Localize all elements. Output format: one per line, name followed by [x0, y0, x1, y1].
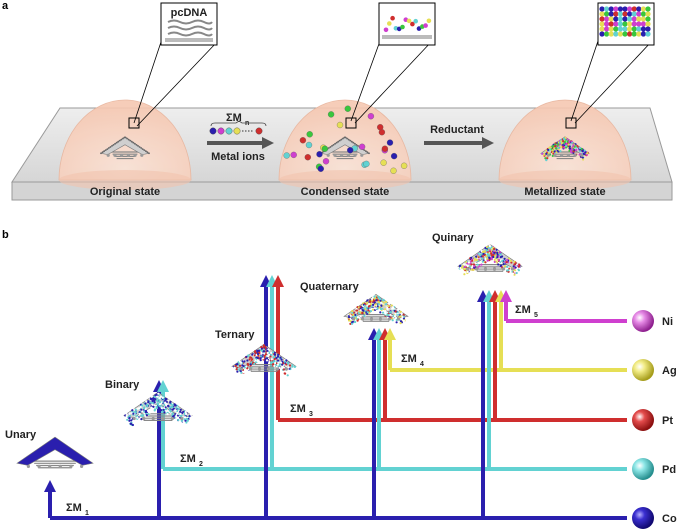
- ni-sphere: [632, 310, 654, 332]
- metal-ion: [322, 158, 330, 165]
- metal-ion: [358, 143, 366, 150]
- ag-sphere: [632, 359, 654, 381]
- sum-label-1: ΣM: [66, 502, 82, 514]
- metal-ion: [316, 151, 323, 158]
- metal-ion: [305, 141, 313, 149]
- co-risers: [48, 285, 485, 518]
- sum-label-4: ΣM: [401, 353, 417, 365]
- metal-ion: [306, 131, 313, 138]
- panel-a-label: a: [2, 0, 9, 12]
- sum-label-5: ΣM: [515, 304, 531, 316]
- dna-origami-triangle: [16, 436, 94, 469]
- metal-ion: [347, 147, 354, 154]
- dna-origami-triangle: [457, 244, 523, 276]
- dna-origami-triangle: [343, 294, 409, 325]
- ag-risers: [388, 300, 503, 370]
- level-label-ternary: Ternary: [215, 329, 255, 341]
- dna-origami-triangle: [123, 391, 193, 427]
- metal-ion: [283, 152, 290, 159]
- level-label-unary: Unary: [5, 429, 37, 441]
- metal-legend: Ni Ag Pt Pd Co: [632, 310, 677, 529]
- state-label-original: Original state: [90, 186, 160, 198]
- sum-mn-sub: n: [245, 120, 249, 127]
- arrowheads: [44, 275, 512, 492]
- level-label-quinary: Quinary: [432, 232, 474, 244]
- sum-mn-label: ΣM: [226, 112, 242, 124]
- arrow-reductant: Reductant: [424, 124, 494, 149]
- metal-ion: [321, 145, 329, 152]
- sum-label-3: ΣM: [290, 403, 306, 415]
- sum-sub-5: 5: [534, 312, 538, 319]
- metal-ion: [367, 113, 375, 120]
- sum-sub-1: 1: [85, 510, 89, 517]
- metal-ion: [317, 165, 324, 172]
- reductant-caption: Reductant: [430, 124, 484, 136]
- metal-ion: [304, 154, 311, 161]
- pd-label: Pd: [662, 464, 676, 476]
- metal-ion: [344, 105, 351, 112]
- metal-ion: [327, 111, 335, 118]
- metal-ion: [380, 159, 387, 166]
- inset-metallized: [565, 2, 655, 129]
- state-label-metallized: Metallized state: [524, 186, 605, 198]
- pt-risers: [276, 285, 497, 420]
- panel-b-label: b: [2, 229, 9, 241]
- dna-origami-triangle: [231, 344, 297, 377]
- sum-sub-4: 4: [420, 361, 424, 368]
- level-label-binary: Binary: [105, 379, 140, 391]
- metal-ion: [381, 145, 389, 152]
- metal-ion: [336, 121, 344, 129]
- inset-condensed: [345, 2, 436, 129]
- pt-sphere: [632, 409, 654, 431]
- pd-risers: [161, 285, 491, 469]
- pd-sphere: [632, 458, 654, 480]
- metal-ion: [400, 162, 408, 169]
- pt-label: Pt: [662, 415, 673, 427]
- level-label-quaternary: Quaternary: [300, 281, 360, 293]
- sum-labels: ΣM 1 ΣM 2 ΣM 3 ΣM 4 ΣM 5: [66, 304, 538, 517]
- metal-ion: [299, 137, 307, 144]
- metal-ion: [290, 151, 297, 159]
- pcdna-label: pcDNA: [171, 7, 208, 19]
- state-label-condensed: Condensed state: [301, 186, 390, 198]
- metal-ion: [363, 160, 370, 168]
- sum-sub-2: 2: [199, 461, 203, 468]
- level-triangles: [16, 244, 523, 469]
- metal-ion: [390, 167, 397, 174]
- dna-origami-triangle: [540, 136, 590, 162]
- metal-ion: [377, 124, 384, 131]
- metal-lines: [50, 319, 627, 520]
- metal-ions-caption: Metal ions: [211, 151, 265, 163]
- ag-label: Ag: [662, 365, 677, 377]
- co-label: Co: [662, 513, 677, 525]
- metal-ion: [386, 139, 394, 146]
- sum-label-2: ΣM: [180, 453, 196, 465]
- arrow-metal-ions: ΣM n Metal ions: [207, 112, 274, 163]
- dna-origami-triangle: [100, 136, 150, 160]
- ni-label: Ni: [662, 316, 673, 328]
- co-sphere: [632, 507, 654, 529]
- floating-metal-ions: [283, 105, 408, 174]
- inset-original: pcDNA: [128, 2, 218, 129]
- metal-ion: [390, 152, 398, 160]
- sum-sub-3: 3: [309, 411, 313, 418]
